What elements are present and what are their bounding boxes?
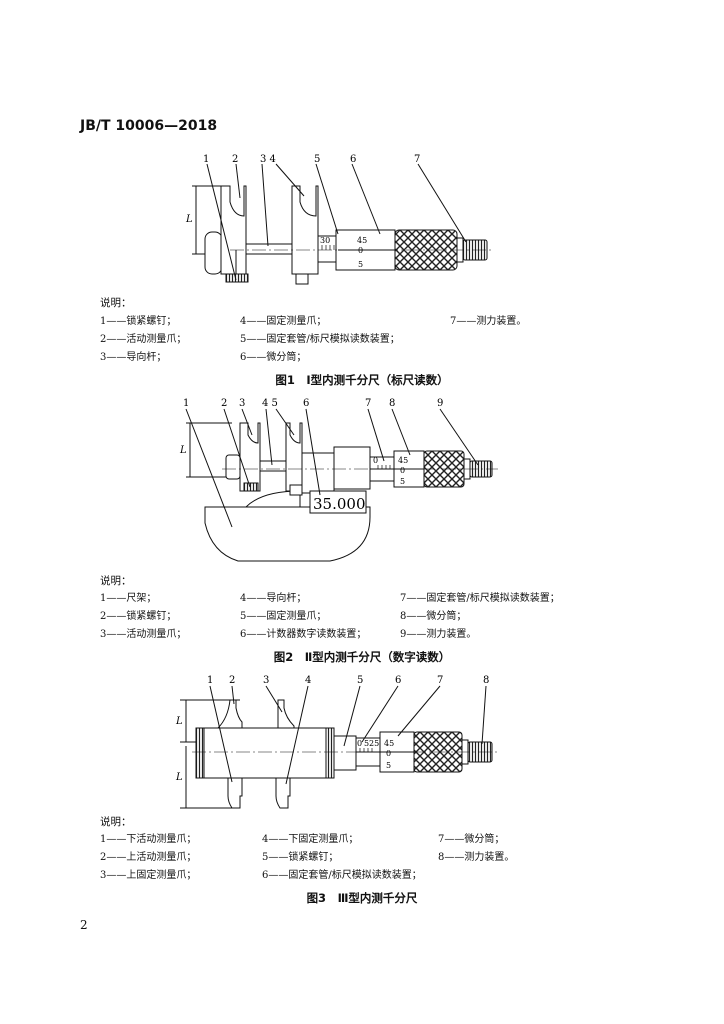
f1-scale-30: 30 [320,236,330,245]
f3-legend-item: 1——下活动测量爪； [100,834,197,845]
f1-scale-5: 5 [358,260,363,269]
f1-legend-item: 4——固定测量爪； [240,316,327,327]
f2-legend-item: 3——活动测量爪； [100,629,187,640]
f2-callout-7: 7 [365,398,371,409]
f2-scale-45: 45 [398,456,408,465]
f2-legend-item: 1——尺架； [100,593,157,604]
f3-scale-0: 0 [357,739,362,748]
f1-legend-item: 2——活动测量爪； [100,334,187,345]
f1-legend-item: 6——微分筒； [240,352,307,363]
f1-legend-title: 说明： [100,297,132,309]
figure-2: 1 2 3 4 5 6 7 8 9 L 35.000 0 45 0 5 说明： … [0,395,724,665]
f3-legend-item: 5——锁紧螺钉； [262,852,339,863]
f1-legend-item: 1——锁紧螺钉； [100,316,177,327]
f2-callout-8: 8 [389,398,395,409]
f2-callout-6: 6 [303,398,309,409]
f3-callout-2: 2 [229,675,235,686]
figure-3: 1 2 3 4 5 6 7 8 L L 0 5 25 45 0 5 说明： 1—… [0,672,724,912]
f2-callout-3: 3 [239,398,245,409]
f1-scale-45: 45 [357,236,367,245]
f3-scale-45: 45 [384,739,394,748]
f3-legend-item: 3——上固定测量爪； [100,870,197,881]
f2-dimension-l: L [179,445,187,456]
f3-legend-item: 8——测力装置。 [438,852,515,863]
f3-scale-0b: 0 [386,749,391,758]
f3-scale-25: 25 [369,739,379,748]
f1-legend-item: 3——导向杆； [100,352,167,363]
f2-scale-0b: 0 [400,466,405,475]
f2-legend-item: 6——计数器数字读数装置； [240,629,367,640]
f3-dimension-l-lower: L [175,772,183,783]
f3-callout-4: 4 [305,675,311,686]
f1-legend-item: 7——测力装置。 [450,316,527,327]
f2-legend-item: 7——固定套管/标尺模拟读数装置； [400,593,560,604]
figure-2-caption: 图2 Ⅱ型内测千分尺（数字读数） [273,650,451,664]
figure-2-labels: 1 2 3 4 5 6 7 8 9 L 35.000 0 45 0 5 [179,398,443,513]
f2-digital-display: 35.000 [313,495,366,513]
f1-callout-5: 5 [314,154,320,165]
standard-number: JB/T 10006—2018 [80,118,218,134]
f3-dimension-l-upper: L [175,716,183,727]
f1-callout-6: 6 [350,154,356,165]
f3-legend-item: 4——下固定测量爪； [262,834,359,845]
f2-scale-0: 0 [373,456,378,465]
f2-legend-item: 9——测力装置。 [400,629,477,640]
f3-callout-6: 6 [395,675,401,686]
f3-callout-8: 8 [483,675,489,686]
f3-legend-item: 7——微分筒； [438,834,505,845]
f2-callout-2: 2 [221,398,227,409]
f3-callout-7: 7 [437,675,443,686]
f3-scale-5: 5 [364,739,369,748]
figure-1: 1 2 3 4 5 6 7 L 30 45 0 5 说明： 1——锁紧螺钉； 2… [0,150,724,410]
page-number: 2 [80,918,88,932]
figure-1-drawing [192,163,494,285]
f2-scale-5: 5 [400,477,405,486]
f1-dimension-l: L [185,214,193,225]
f2-callout-4-5: 4 5 [262,398,278,409]
f3-scale-5b: 5 [386,761,391,770]
f1-callout-7: 7 [414,154,420,165]
f1-callout-2: 2 [232,154,238,165]
f2-legend-item: 8——微分筒； [400,611,467,622]
figure-3-labels: 1 2 3 4 5 6 7 8 L L 0 5 25 45 0 5 [175,675,489,783]
f2-legend-item: 2——锁紧螺钉； [100,611,177,622]
f3-callout-3: 3 [263,675,269,686]
f1-scale-0: 0 [358,246,363,255]
f3-callout-1: 1 [207,675,213,686]
figure-2-drawing [185,408,498,562]
figure-3-drawing [180,685,500,809]
f2-callout-1: 1 [183,398,189,409]
f2-callout-9: 9 [437,398,443,409]
f1-legend-item: 5——固定套管/标尺模拟读数装置； [240,334,400,345]
f3-legend-title: 说明： [100,816,132,828]
figure-3-caption: 图3 Ⅲ型内测千分尺 [306,891,418,905]
f3-callout-5: 5 [357,675,363,686]
f3-legend-item: 6——固定套管/标尺模拟读数装置； [262,870,422,881]
f2-legend-item: 4——导向杆； [240,593,307,604]
f3-legend-item: 2——上活动测量爪； [100,852,197,863]
figure-1-labels: 1 2 3 4 5 6 7 L 30 45 0 5 [185,154,420,269]
figure-1-caption: 图1 Ⅰ型内测千分尺（标尺读数） [275,373,449,387]
f2-legend-item: 5——固定测量爪； [240,611,327,622]
f1-callout-3-4: 3 4 [260,154,276,165]
f1-callout-1: 1 [203,154,209,165]
f2-legend-title: 说明： [100,575,132,587]
